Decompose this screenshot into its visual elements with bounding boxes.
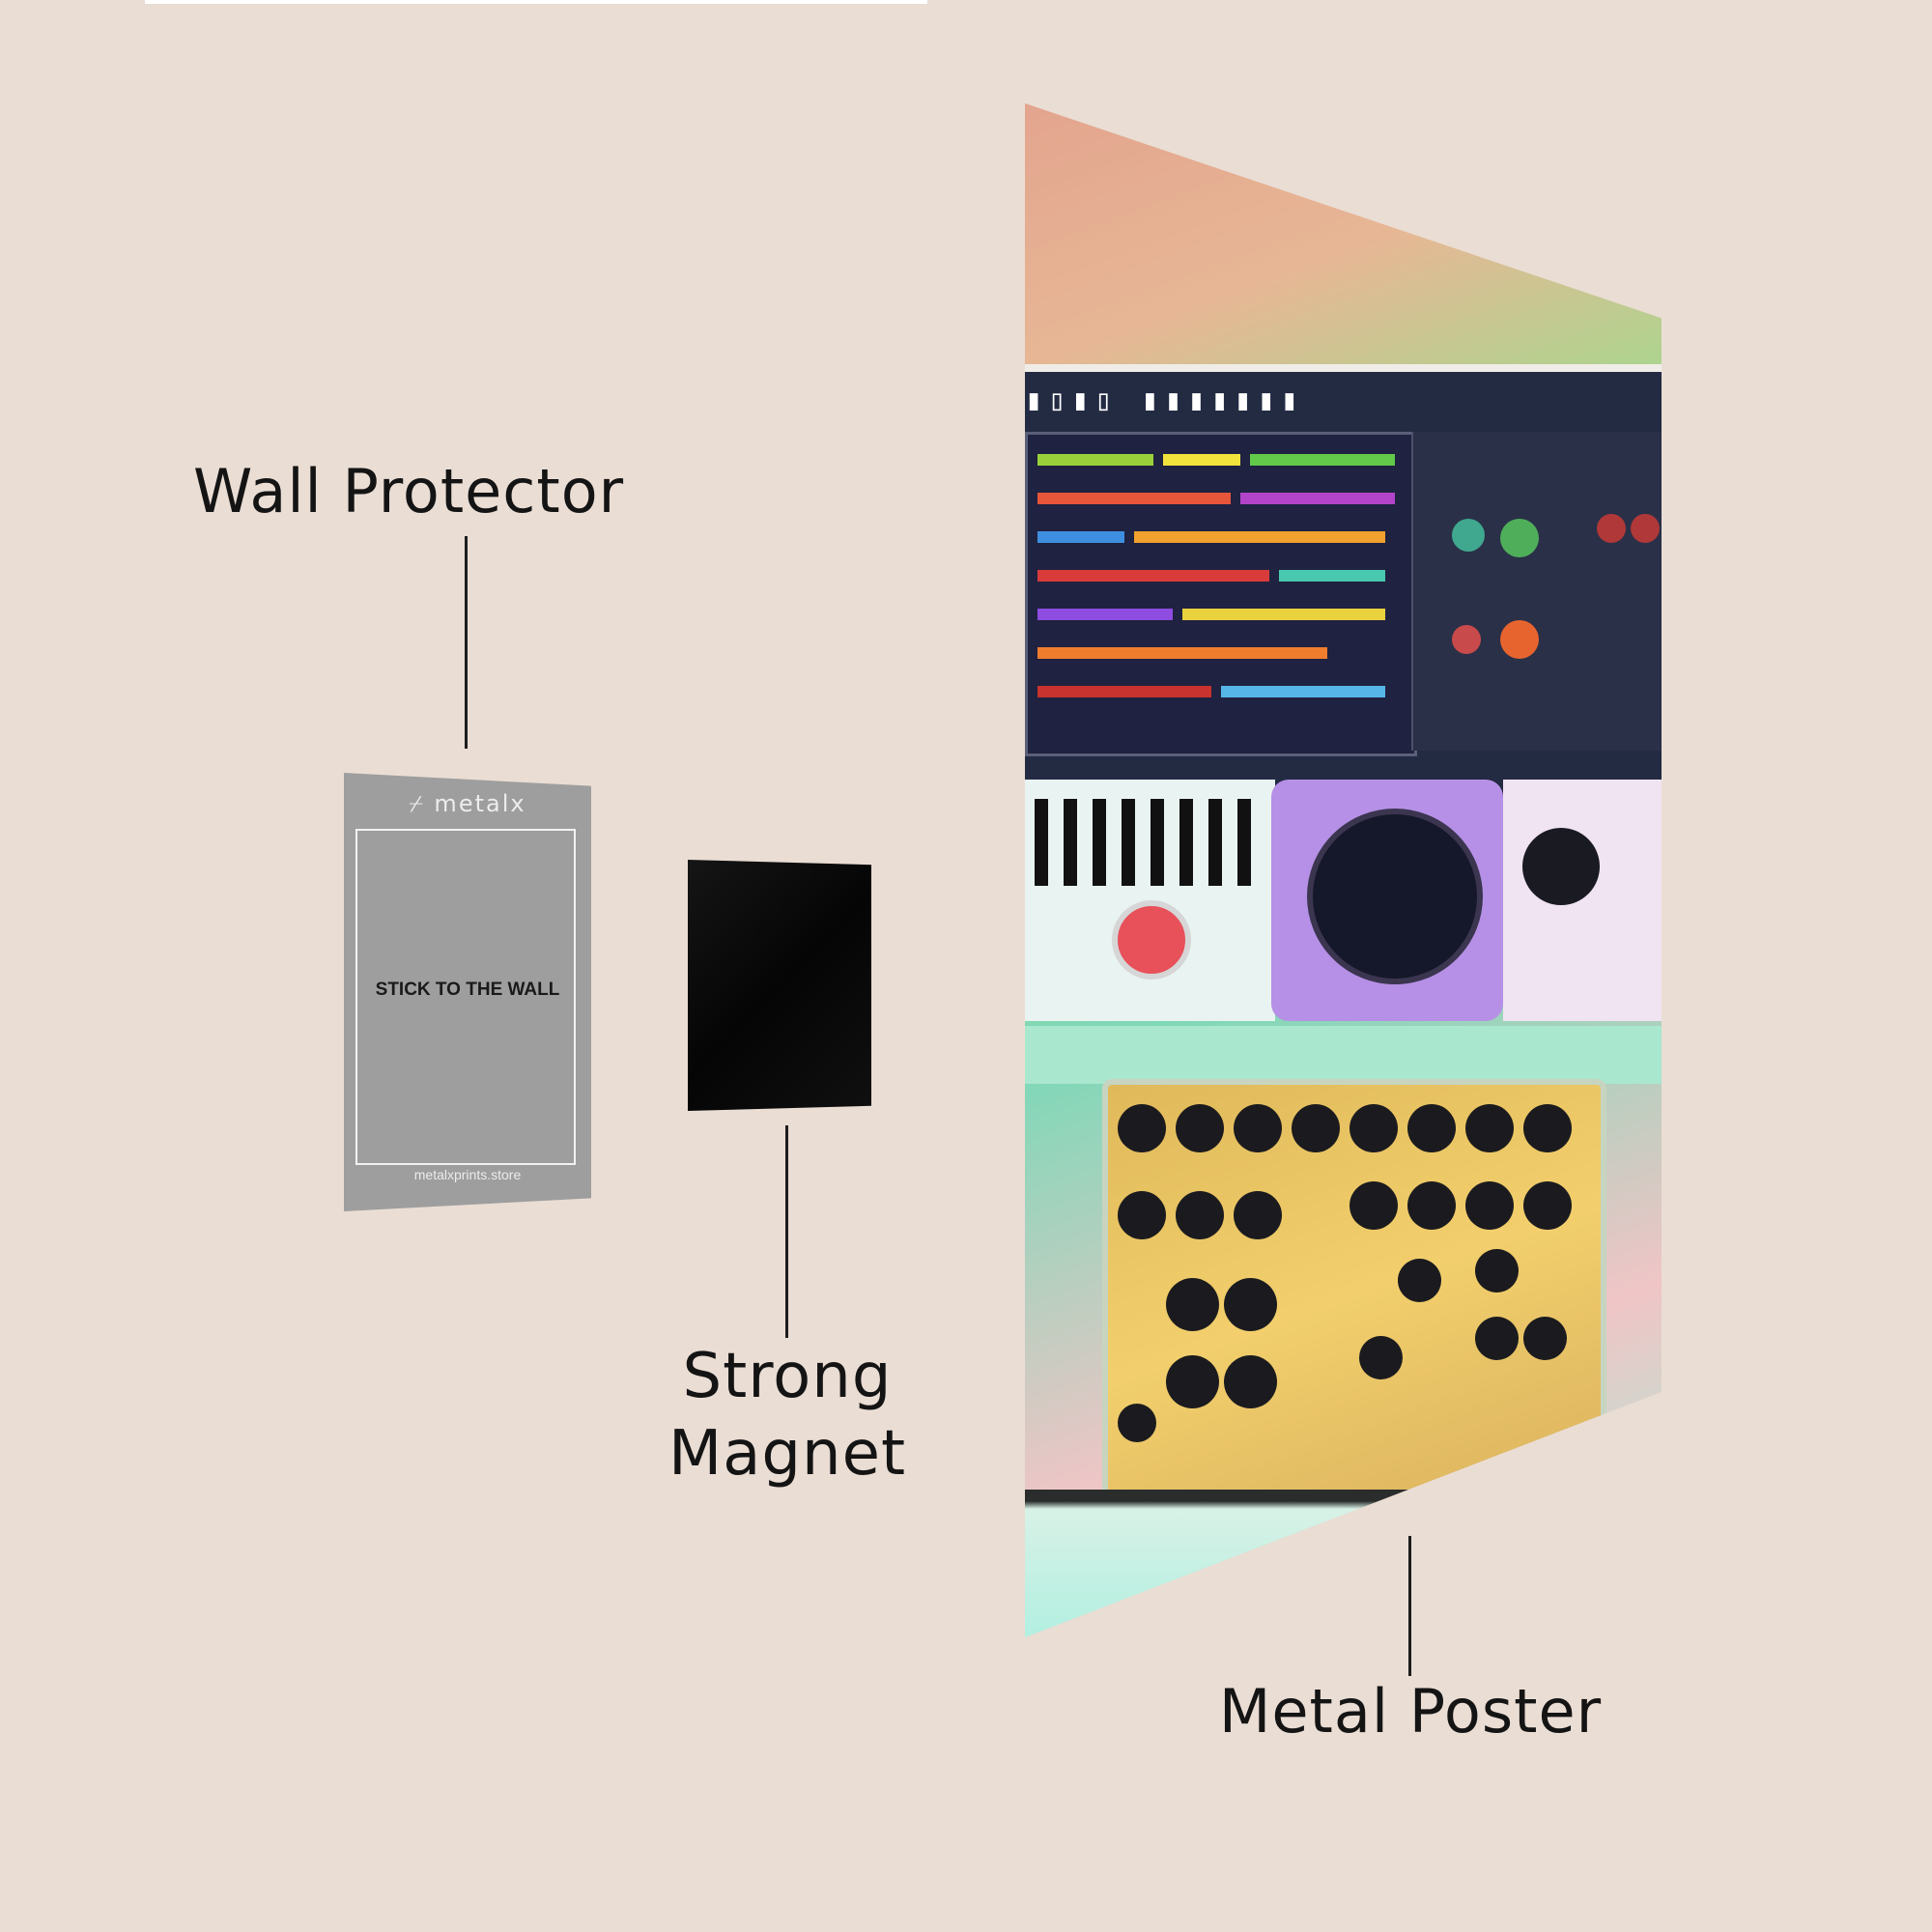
poster-synth-control-panel: [1411, 432, 1662, 751]
metal-poster-leader-line: [1408, 1536, 1411, 1676]
wall-protector-leader-line: [465, 536, 468, 749]
poster-synth-dial: [1307, 809, 1483, 984]
strong-magnet-leader-line: [785, 1125, 788, 1338]
strong-magnet: [688, 860, 871, 1111]
poster-synth-logo: ▮▯▮▯ ▮▮▮▮▮▮▮: [1025, 384, 1304, 416]
metal-poster-label: Metal Poster: [1218, 1676, 1603, 1747]
wall-protector-label: Wall Protector: [193, 456, 625, 526]
strong-magnet-label: Strong Magnet: [668, 1341, 907, 1490]
protector-frame: [355, 829, 576, 1165]
top-strip: [145, 0, 927, 4]
metal-poster: ▮▯▮▯ ▮▮▮▮▮▮▮: [1025, 103, 1662, 1637]
metalx-logo: ⌿ metalx: [409, 790, 526, 817]
poster-synth-knob-panel: [1102, 1079, 1606, 1506]
poster-synth-screen: [1025, 432, 1417, 756]
poster-synth-pink-module: [1503, 780, 1662, 1021]
protector-url: metalxprints.store: [413, 1167, 522, 1182]
poster-synth-base: [1025, 1490, 1662, 1637]
poster-synth-divider: [1025, 1026, 1662, 1084]
protector-instruction: STICK TO THE WALL: [375, 980, 560, 1000]
poster-synth-keys: [1025, 780, 1275, 1021]
wall-protector-plate: ⌿ metalx STICK TO THE WALL metalxprints.…: [344, 773, 591, 1211]
